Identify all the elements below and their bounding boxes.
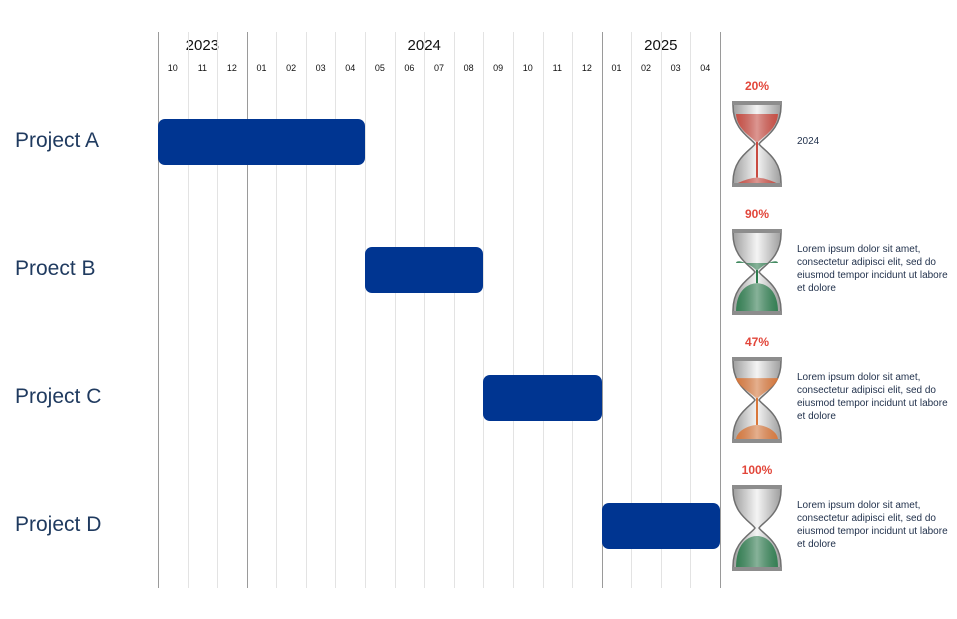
month-label: 11 <box>552 63 562 73</box>
hourglass-bottom-sand <box>736 536 778 568</box>
hourglass-icon <box>732 485 782 571</box>
month-gridline <box>690 32 692 588</box>
month-gridline <box>394 32 396 588</box>
hourglass-top-sand <box>736 114 778 143</box>
month-gridline <box>512 32 514 588</box>
year-divider <box>601 32 603 588</box>
hourglass-cap <box>732 183 782 187</box>
year-divider <box>158 32 159 588</box>
chart-end-line <box>720 32 721 588</box>
month-label: 01 <box>256 63 267 73</box>
progress-percent: 100% <box>741 463 773 477</box>
year-divider <box>246 32 248 588</box>
hourglass-cap <box>732 311 782 315</box>
project-label: Project D <box>15 513 102 536</box>
month-gridline <box>424 32 426 588</box>
hourglass-bottom-sand <box>736 177 778 184</box>
month-label: 12 <box>226 63 237 73</box>
hourglass-cap <box>732 101 782 105</box>
gantt-bar <box>483 375 602 421</box>
hourglass-cap <box>732 229 782 233</box>
hourglass-sand-stream <box>756 398 758 425</box>
month-gridline <box>217 32 219 588</box>
month-label: 04 <box>700 63 711 73</box>
project-note: Lorem ipsum dolor sit amet, consectetur … <box>797 244 948 294</box>
project-note: 2024 <box>797 135 820 147</box>
month-label: 06 <box>404 63 415 73</box>
hourglass-icon <box>732 229 782 315</box>
project-note: Lorem ipsum dolor sit amet, consectetur … <box>797 500 948 550</box>
month-label: 08 <box>463 63 474 73</box>
month-label: 11 <box>197 63 208 73</box>
project-label: Project C <box>15 385 102 408</box>
hourglass-sand-stream <box>756 142 758 178</box>
month-label: 05 <box>374 63 385 73</box>
hourglass-cap <box>732 357 782 361</box>
hourglass-sand-stream <box>756 270 758 284</box>
month-gridline <box>483 32 485 588</box>
month-gridline <box>187 32 189 588</box>
month-label: 03 <box>315 63 326 73</box>
hourglass-cap <box>732 439 782 443</box>
hourglass-bottom-sand <box>736 283 778 312</box>
month-label: 07 <box>433 63 444 73</box>
month-label: 10 <box>167 63 178 73</box>
project-label: Project A <box>15 129 100 152</box>
month-label: 02 <box>641 63 652 73</box>
hourglass-cap <box>732 485 782 489</box>
month-label: 02 <box>286 63 297 73</box>
month-gridline <box>305 32 307 588</box>
year-label: 2023 <box>185 37 220 54</box>
gantt-bar <box>365 247 484 293</box>
month-gridline <box>542 32 544 588</box>
month-label: 04 <box>345 63 356 73</box>
hourglass-cap <box>732 567 782 571</box>
month-gridline <box>660 32 662 588</box>
month-gridline <box>276 32 278 588</box>
month-label: 12 <box>581 63 592 73</box>
month-gridline <box>572 32 574 588</box>
month-gridline <box>453 32 455 588</box>
hourglass-bottom-sand <box>736 424 778 440</box>
gantt-bar <box>158 119 366 165</box>
month-label: 09 <box>493 63 504 73</box>
hourglass-top-sand <box>736 378 778 399</box>
month-label: 01 <box>611 63 622 73</box>
month-gridline <box>335 32 337 588</box>
hourglass-icon <box>732 101 782 187</box>
project-note: Lorem ipsum dolor sit amet, consectetur … <box>797 372 948 422</box>
gantt-bar <box>601 503 720 549</box>
month-gridline <box>631 32 633 588</box>
progress-percent: 90% <box>744 207 770 221</box>
hourglass-icon <box>732 357 782 443</box>
month-label: 03 <box>670 63 681 73</box>
progress-percent: 47% <box>744 335 770 349</box>
hourglass-top-sand <box>736 261 778 271</box>
progress-percent: 20% <box>744 79 770 93</box>
project-label: Proect B <box>15 257 96 280</box>
month-label: 10 <box>522 63 533 73</box>
month-gridline <box>365 32 367 588</box>
